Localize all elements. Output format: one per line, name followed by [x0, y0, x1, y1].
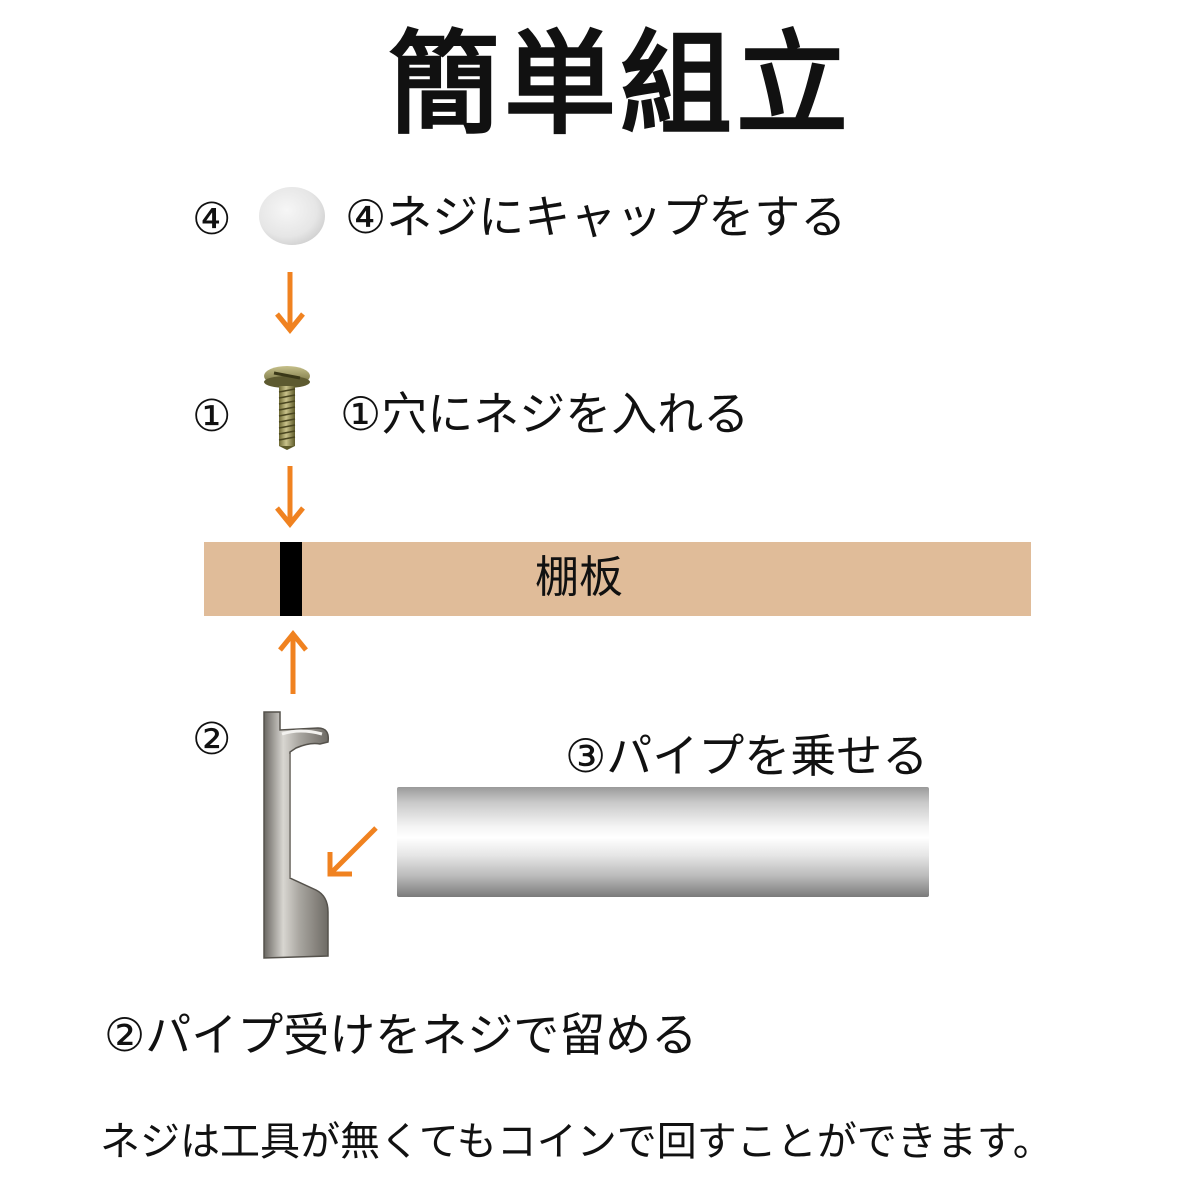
pipe-bracket-icon	[263, 711, 330, 959]
arrow-down-icon	[275, 466, 305, 528]
screw-cap-icon	[259, 187, 325, 245]
bracket-step-marker: ②	[192, 714, 232, 765]
pipe-instruction: ③パイプを乗せる	[565, 729, 929, 783]
cap-step-marker: ④	[192, 194, 232, 245]
coin-note: ネジは工具が無くてもコインで回すことができます。	[100, 1119, 1053, 1165]
arrow-diagonal-icon	[327, 826, 378, 877]
arrow-down-icon	[275, 272, 305, 334]
screw-instruction: ①穴にネジを入れる	[340, 387, 750, 441]
shelf-label: 棚板	[535, 552, 623, 603]
bracket-instruction: ②パイプ受けをネジで留める	[104, 1008, 698, 1062]
arrow-up-icon	[278, 630, 308, 694]
screw-icon	[264, 366, 310, 450]
screw-step-marker: ①	[192, 391, 232, 442]
pipe	[397, 787, 929, 897]
screw-hole	[280, 542, 302, 616]
cap-instruction: ④ネジにキャップをする	[345, 190, 847, 244]
page-title: 簡単組立	[388, 20, 852, 150]
shelf-board	[204, 542, 1031, 616]
